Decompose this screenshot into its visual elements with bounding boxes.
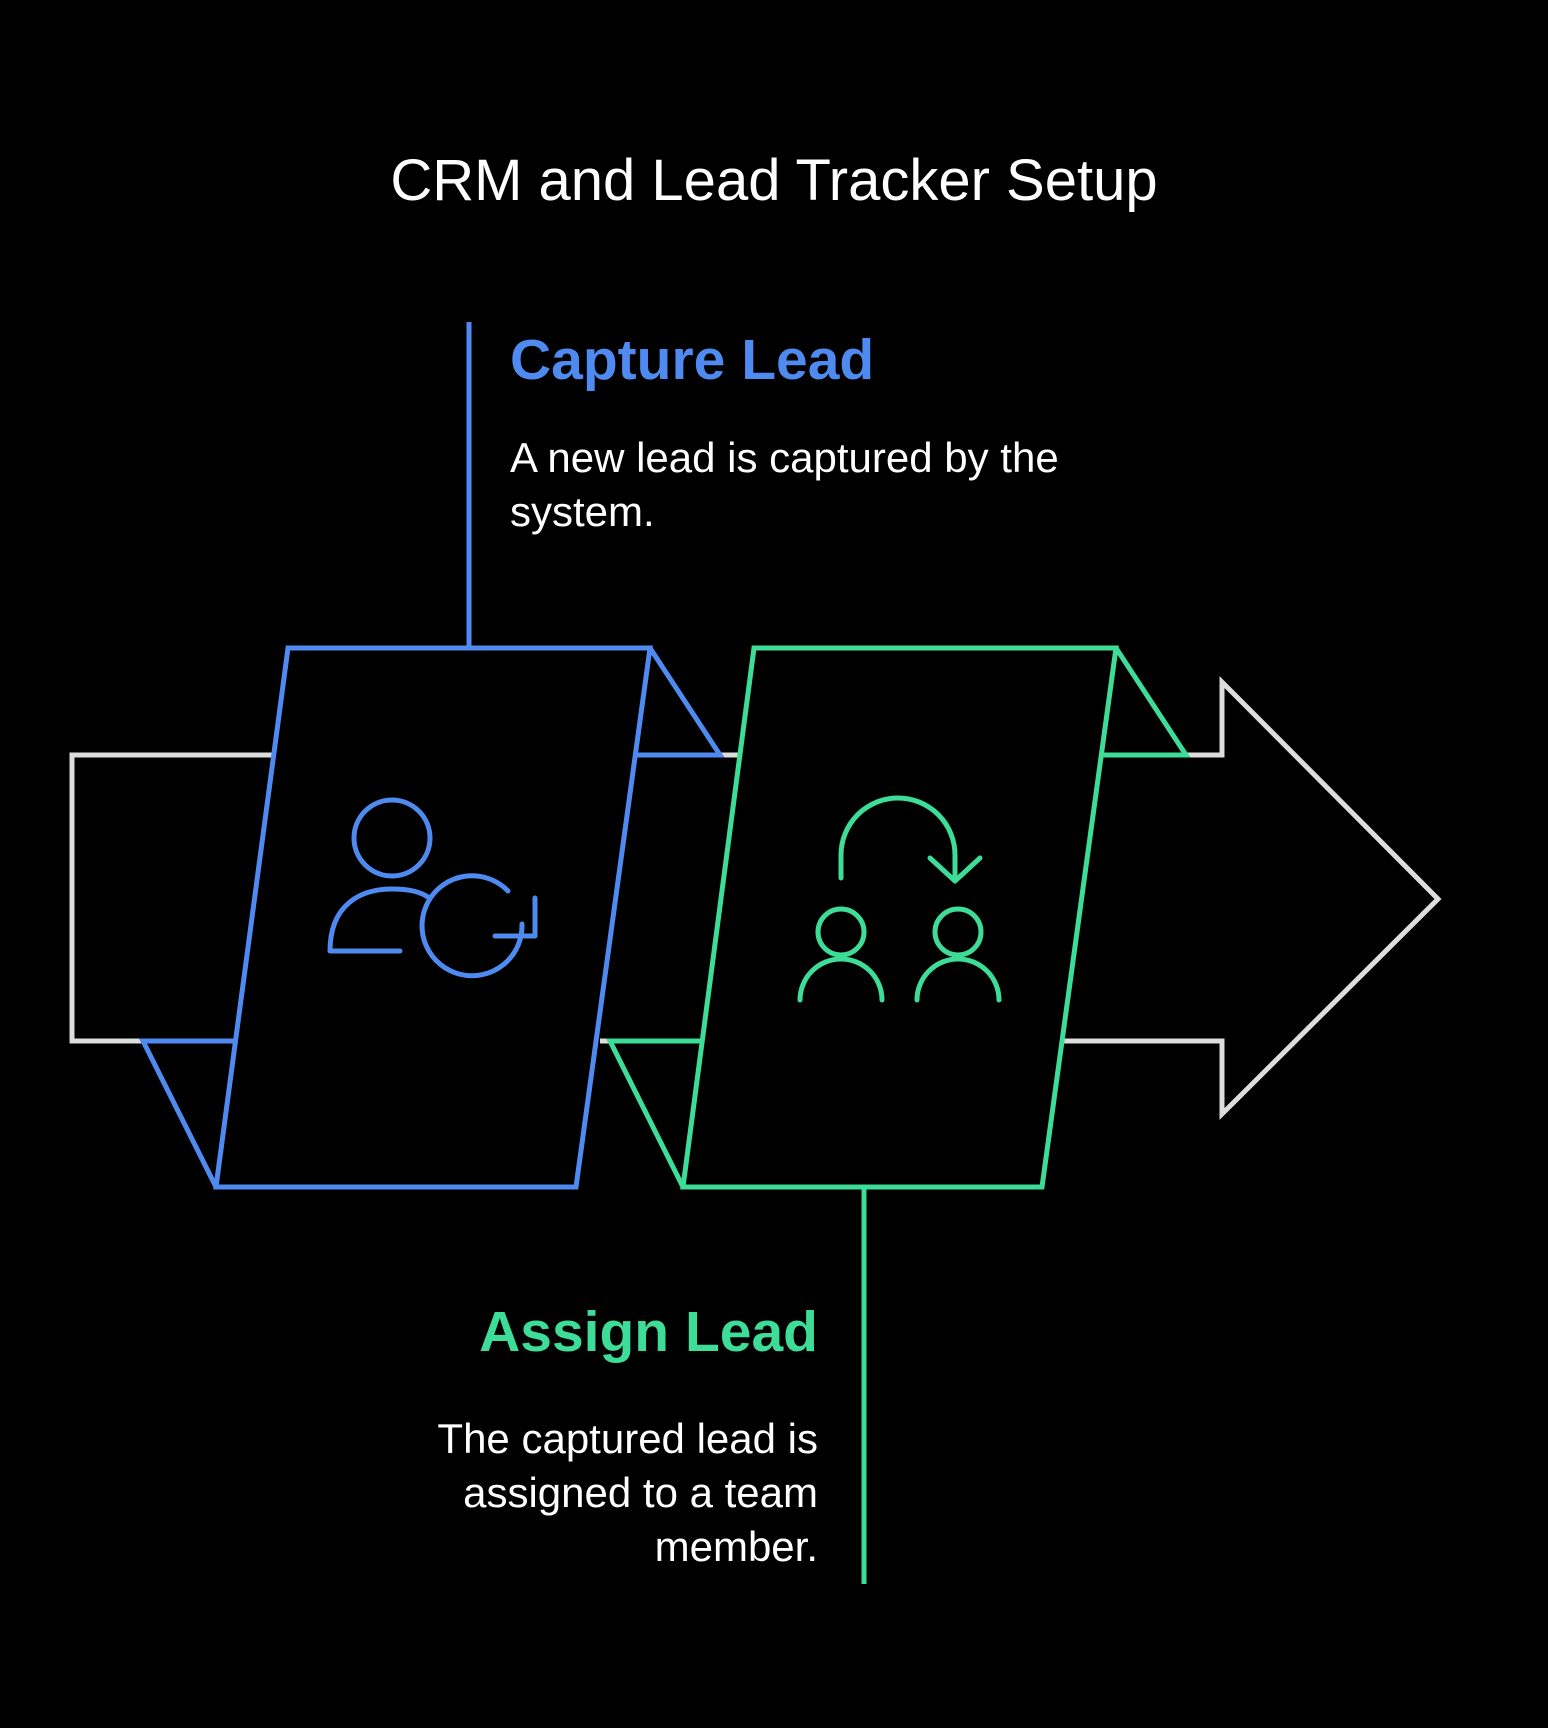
capture-lead-panel [213, 645, 653, 1190]
user-transfer-icon [797, 795, 1002, 1003]
assign-lead-heading: Assign Lead [479, 1300, 818, 1364]
assign-lead-fold-bottom [605, 1038, 702, 1189]
user-refresh-icon [327, 797, 538, 979]
capture-lead-fold-top [636, 646, 725, 758]
assign-lead-panel [680, 645, 1119, 1190]
capture-lead-stage [138, 322, 725, 1190]
assign-lead-stage [605, 645, 1191, 1584]
diagram-title: CRM and Lead Tracker Setup [390, 148, 1158, 213]
capture-lead-fold-bottom [138, 1038, 236, 1189]
process-arrow-outline [69, 752, 272, 1044]
process-arrow-head [1064, 675, 1442, 1121]
capture-lead-description: A new lead is captured by the system. [510, 434, 1059, 535]
capture-lead-heading: Capture Lead [510, 328, 875, 392]
assign-lead-description: The captured lead is assigned to a team … [437, 1415, 818, 1570]
assign-lead-fold-top [1100, 646, 1191, 758]
